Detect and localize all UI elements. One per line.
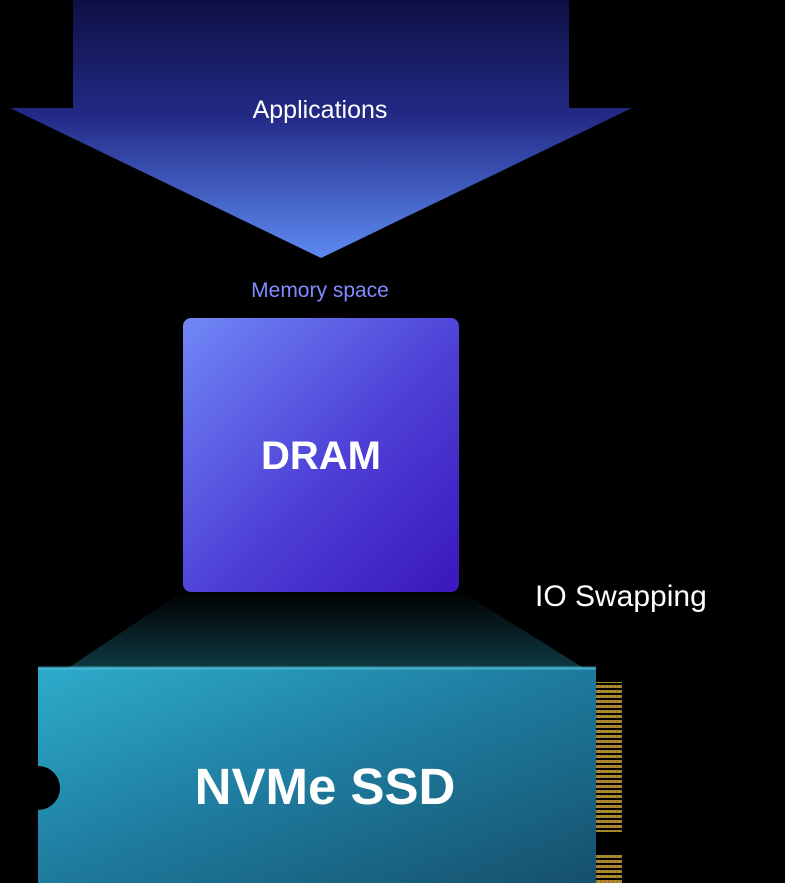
ssd-board [38,668,596,883]
nvme-ssd-label: NVMe SSD [194,758,456,815]
ssd-connector-notch [596,832,622,854]
io-swapping-label: IO Swapping [535,580,707,613]
dram-block [183,318,459,592]
ssd-connector-pins-lower [596,854,622,883]
applications-label: Applications [252,96,388,124]
dram-label: DRAM [261,434,381,478]
ssd-connector-pins [596,682,622,832]
memory-space-caption: Memory space [251,279,389,302]
applications-arrow [10,0,632,258]
io-swap-funnel [62,590,590,672]
